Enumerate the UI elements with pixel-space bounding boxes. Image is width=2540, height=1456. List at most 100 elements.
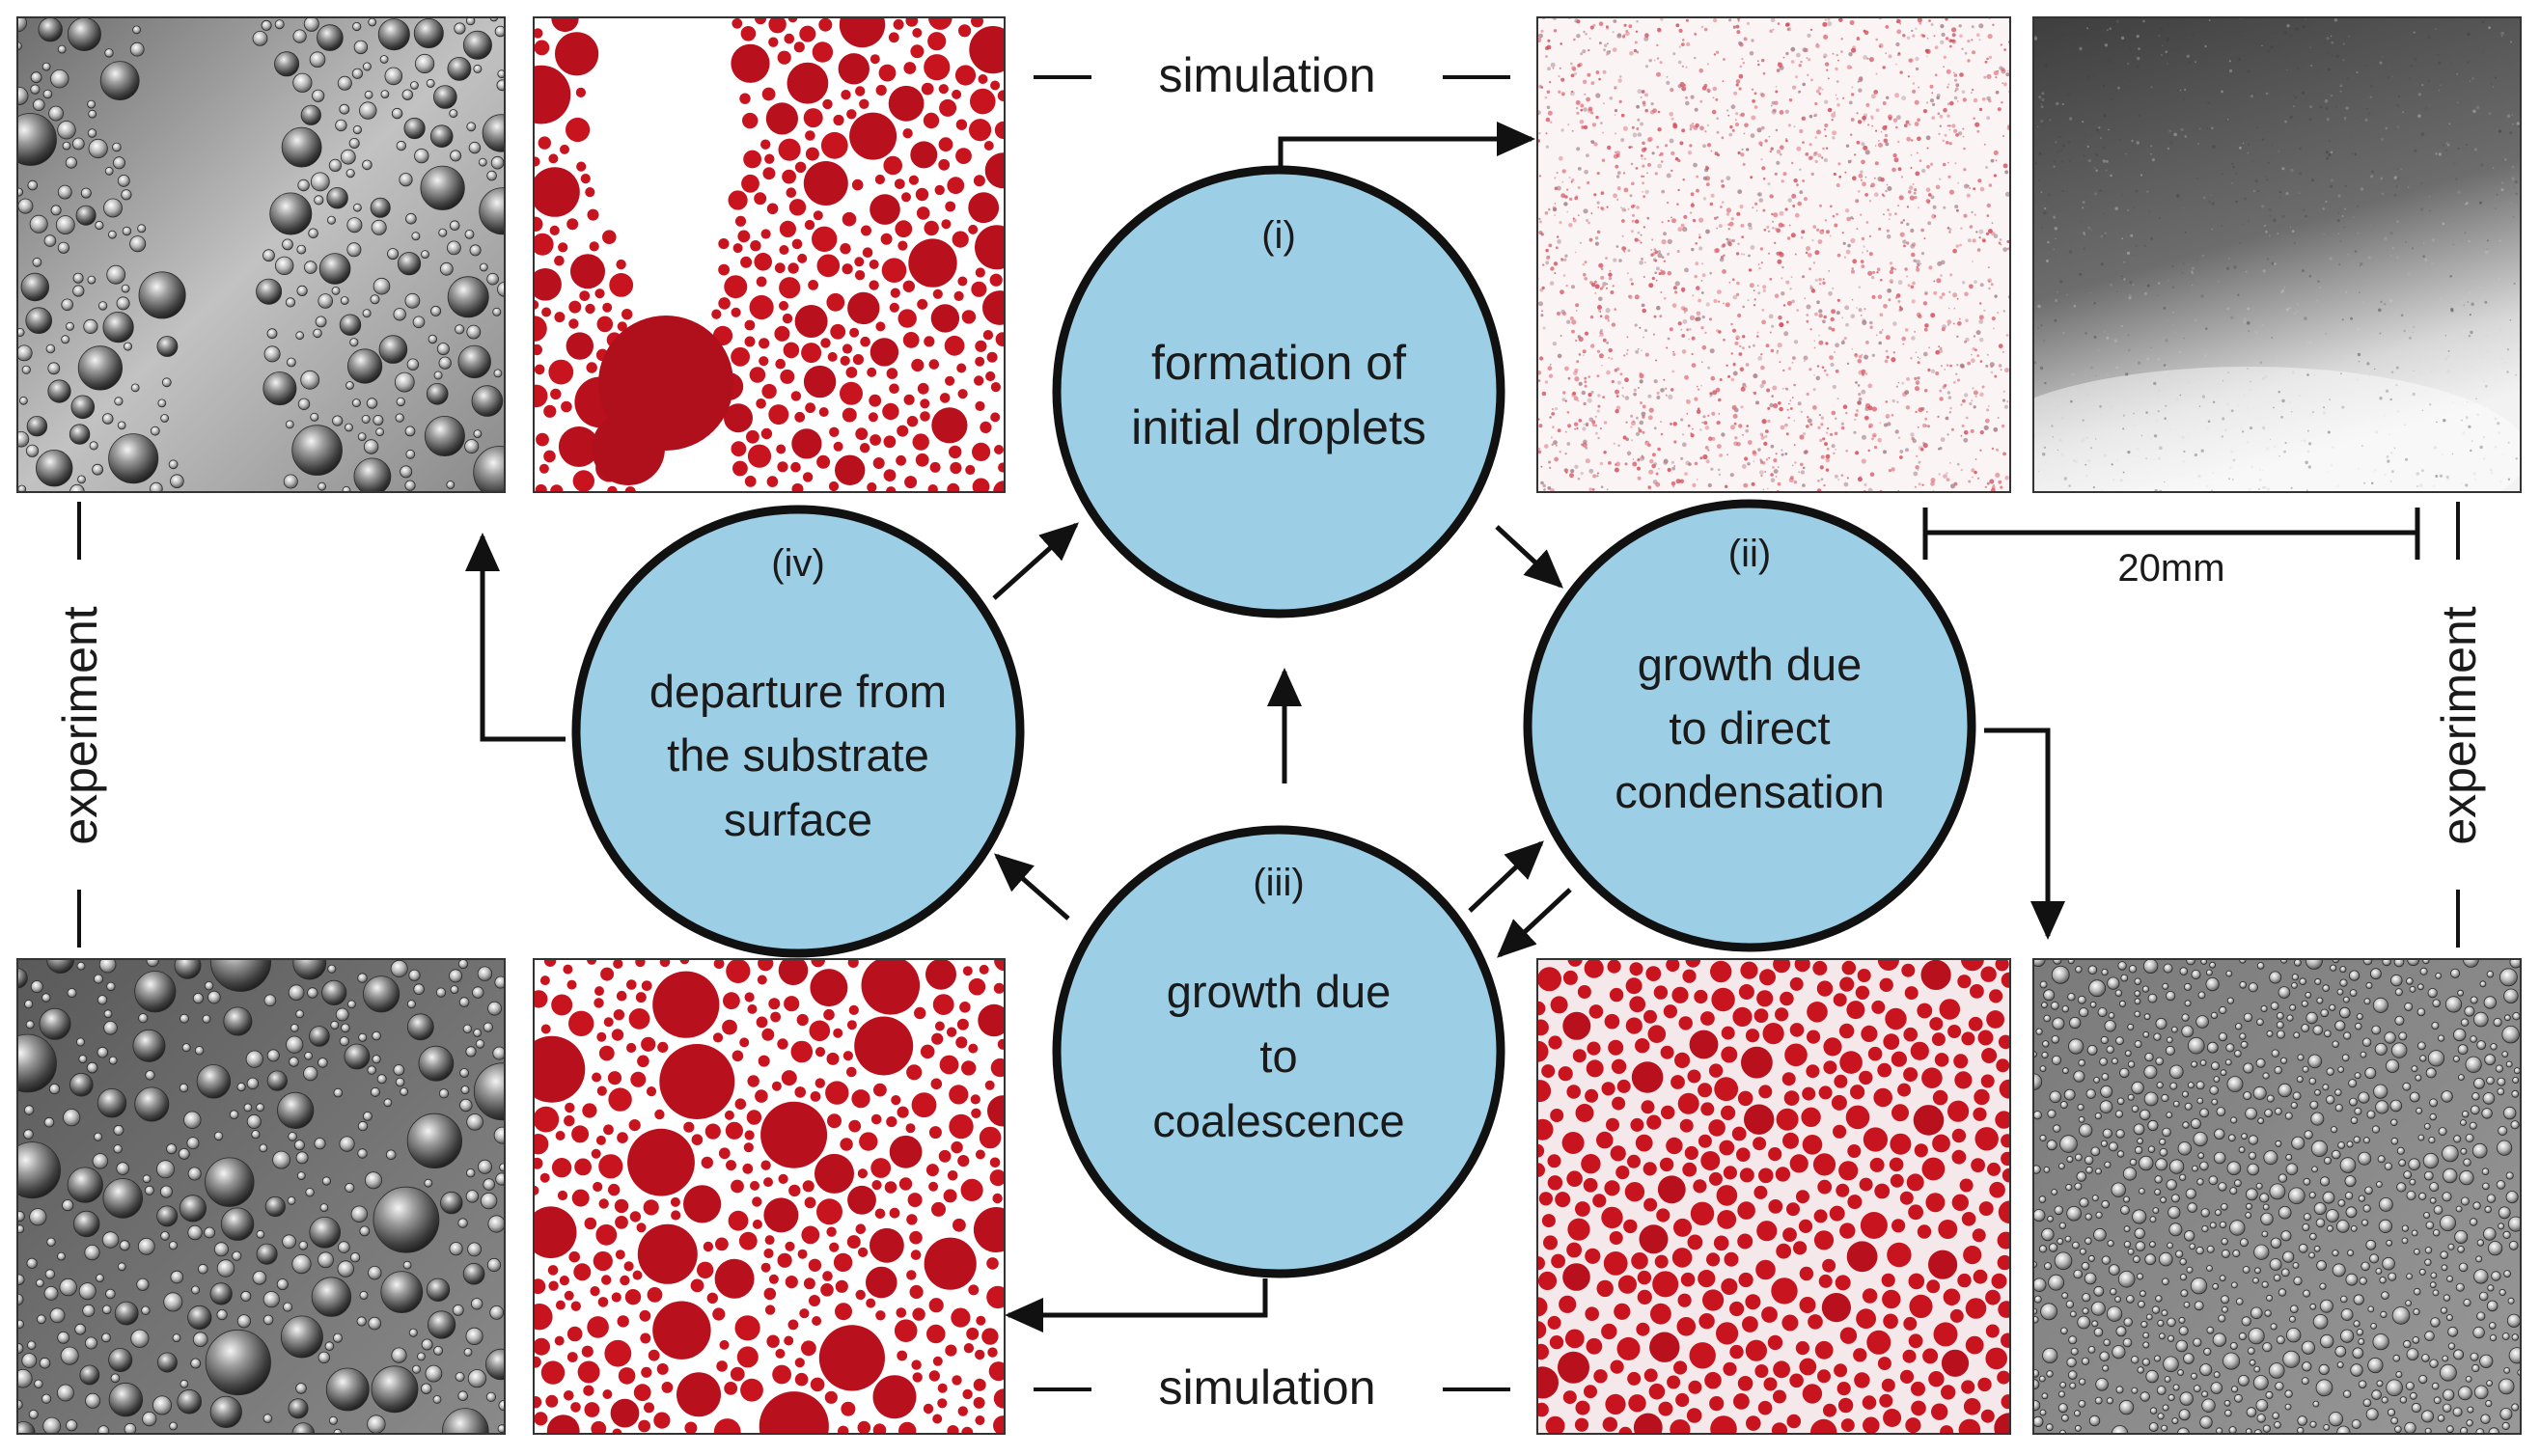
mist-speck bbox=[2450, 307, 2454, 312]
simulated-droplet bbox=[540, 1024, 551, 1034]
simulated-nucleus bbox=[1814, 136, 1817, 139]
droplet bbox=[493, 369, 503, 378]
mist-speck bbox=[2475, 398, 2477, 400]
simulated-nucleus bbox=[1621, 234, 1624, 237]
simulated-nucleus bbox=[1740, 224, 1745, 228]
simulated-nucleus bbox=[1794, 253, 1797, 256]
droplet bbox=[280, 1315, 323, 1359]
simulated-nucleus bbox=[1806, 314, 1809, 316]
simulated-droplet bbox=[1845, 1105, 1870, 1130]
mist-speck bbox=[2264, 176, 2267, 179]
simulated-nucleus bbox=[1953, 96, 1958, 100]
droplet bbox=[428, 334, 438, 344]
droplet bbox=[137, 224, 147, 234]
simulated-droplet bbox=[572, 470, 594, 492]
droplet bbox=[72, 285, 85, 297]
simulated-nucleus bbox=[1969, 401, 1973, 406]
mist-speck bbox=[2164, 481, 2166, 483]
simulated-droplet bbox=[1604, 1180, 1620, 1196]
simulated-nucleus bbox=[1567, 376, 1571, 380]
droplet bbox=[2274, 1421, 2281, 1429]
simulated-nucleus bbox=[1667, 270, 1672, 276]
droplet bbox=[346, 242, 362, 258]
simulated-nucleus bbox=[1702, 453, 1708, 460]
simulated-nucleus bbox=[1671, 218, 1676, 224]
simulated-nucleus bbox=[1626, 348, 1629, 351]
simulated-nucleus bbox=[1846, 362, 1850, 366]
simulated-nucleus bbox=[1813, 151, 1818, 155]
simulated-droplet bbox=[906, 416, 919, 427]
droplet bbox=[245, 1050, 263, 1068]
droplet bbox=[421, 250, 429, 260]
mist-speck bbox=[2257, 190, 2260, 193]
mist-speck bbox=[2229, 466, 2232, 470]
simulated-nucleus bbox=[1612, 47, 1617, 52]
simulated-droplet bbox=[731, 441, 747, 457]
simulated-nucleus bbox=[1821, 88, 1824, 91]
simulated-droplet bbox=[760, 1262, 771, 1273]
mist-speck bbox=[2242, 224, 2244, 226]
droplet bbox=[2424, 1247, 2433, 1254]
simulated-nucleus bbox=[1891, 167, 1896, 173]
simulated-droplet bbox=[994, 121, 1005, 140]
simulated-nucleus bbox=[1892, 152, 1897, 158]
simulated-nucleus bbox=[1545, 117, 1551, 123]
simulated-droplet bbox=[1698, 1134, 1712, 1148]
simulated-droplet bbox=[1610, 1145, 1626, 1162]
simulated-nucleus bbox=[1736, 30, 1741, 35]
simulated-droplet bbox=[558, 242, 568, 253]
droplet bbox=[391, 1347, 407, 1363]
droplet bbox=[2301, 1024, 2310, 1032]
simulated-nucleus bbox=[1828, 290, 1833, 296]
simulated-nucleus bbox=[1698, 68, 1703, 73]
simulated-nucleus bbox=[1847, 243, 1851, 248]
mist-speck bbox=[2244, 395, 2246, 397]
simulated-droplet bbox=[570, 1402, 581, 1413]
simulated-nucleus bbox=[1685, 100, 1690, 106]
simulated-droplet bbox=[1537, 1366, 1559, 1399]
simulated-nucleus bbox=[1775, 90, 1779, 94]
simulated-nucleus bbox=[1829, 234, 1832, 237]
droplet bbox=[17, 1319, 24, 1329]
mist-speck bbox=[2412, 247, 2414, 250]
simulated-nucleus bbox=[1569, 473, 1574, 479]
mist-speck bbox=[2106, 373, 2110, 376]
mist-speck bbox=[2197, 474, 2201, 479]
simulated-droplet bbox=[873, 1083, 887, 1097]
mist-speck bbox=[2125, 372, 2129, 376]
simulated-droplet bbox=[1694, 989, 1708, 1004]
simulated-droplet bbox=[855, 86, 866, 96]
mist-speck bbox=[2128, 46, 2132, 50]
droplet bbox=[2354, 1072, 2361, 1080]
droplet bbox=[89, 441, 98, 451]
simulated-nucleus bbox=[1930, 195, 1935, 200]
mist-speck bbox=[2392, 75, 2394, 78]
mist-speck bbox=[2221, 435, 2224, 438]
simulated-nucleus bbox=[1722, 269, 1726, 274]
simulated-droplet bbox=[950, 461, 962, 475]
mist-speck bbox=[2174, 332, 2176, 334]
simulated-nucleus bbox=[1573, 38, 1576, 41]
simulated-nucleus bbox=[1696, 286, 1700, 290]
mist-speck bbox=[2353, 216, 2355, 218]
droplet bbox=[281, 126, 322, 168]
simulated-nucleus bbox=[1670, 117, 1674, 121]
mist-speck bbox=[2093, 167, 2096, 169]
mist-speck bbox=[2055, 298, 2058, 302]
simulated-nucleus bbox=[1928, 346, 1930, 349]
simulated-droplet bbox=[822, 1271, 833, 1281]
simulated-nucleus bbox=[1557, 428, 1561, 433]
droplet bbox=[191, 1285, 201, 1295]
simulated-nucleus bbox=[1737, 19, 1740, 22]
mist-speck bbox=[2435, 28, 2437, 30]
simulated-droplet bbox=[1793, 1241, 1808, 1255]
simulated-nucleus bbox=[1629, 51, 1634, 56]
droplet bbox=[82, 1304, 96, 1317]
mist-speck bbox=[2125, 152, 2127, 155]
mist-speck bbox=[2182, 207, 2184, 209]
simulated-droplet bbox=[1839, 976, 1855, 992]
mist-speck bbox=[2380, 300, 2383, 303]
droplet bbox=[213, 1242, 229, 1257]
simulated-droplet bbox=[949, 1085, 969, 1105]
mist-speck bbox=[2417, 114, 2421, 118]
